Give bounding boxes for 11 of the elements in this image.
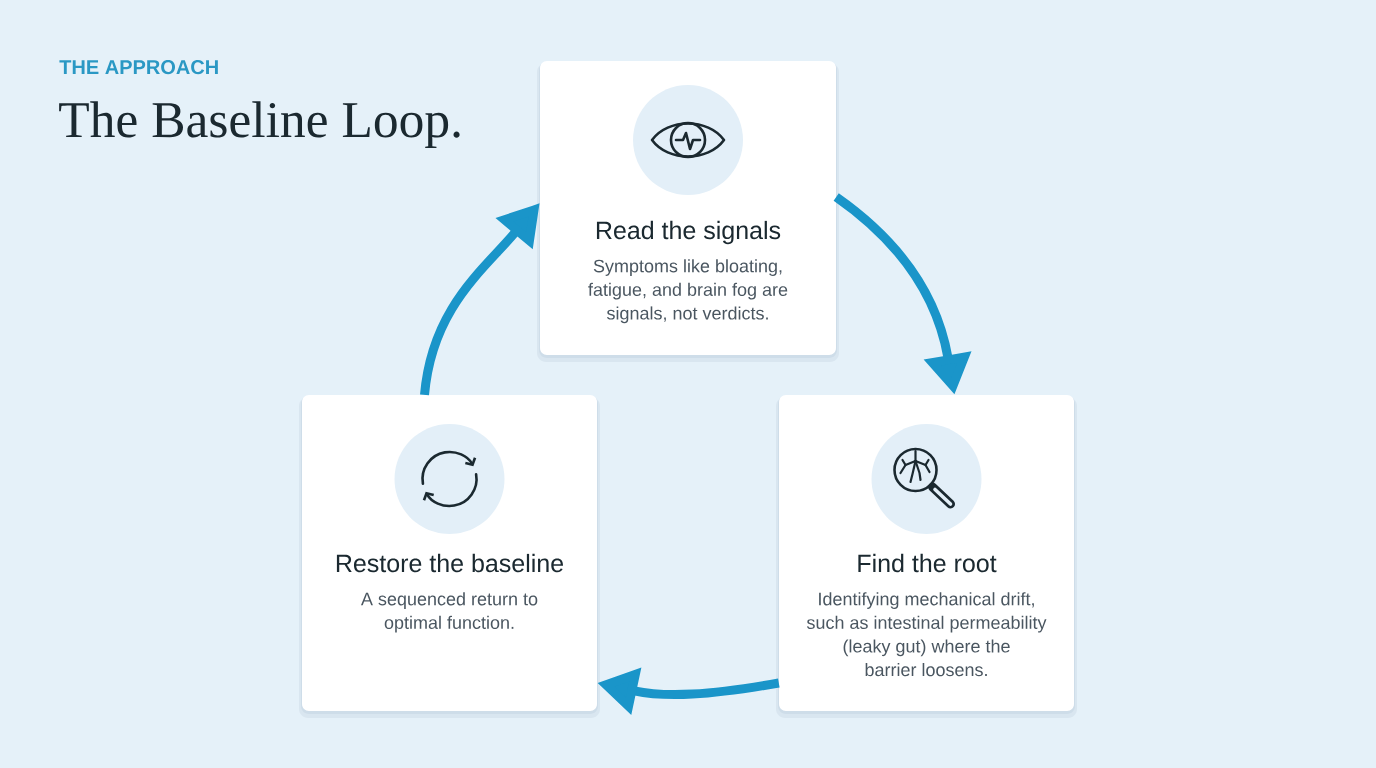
card-heading: Read the signals	[596, 220, 781, 245]
card-heading: Find the root	[858, 553, 997, 573]
step-card	[776, 395, 1077, 718]
step-card	[299, 395, 600, 718]
step-card	[537, 61, 839, 362]
card-heading: Restore the baseline	[336, 553, 563, 573]
card-description: Symptoms like bloating, fatigue, and brain fog are signals, not verdicts.	[588, 259, 788, 324]
title: The Baseline Loop.	[59, 101, 460, 148]
card-description: Identifying mechanical drift, such as intestinal permeability (leaky gut) where the barrier loosens.	[806, 592, 1047, 677]
card-description: A sequenced return to optimal function.	[361, 592, 538, 633]
eyebrow-label: THE APPROACH	[59, 60, 218, 75]
